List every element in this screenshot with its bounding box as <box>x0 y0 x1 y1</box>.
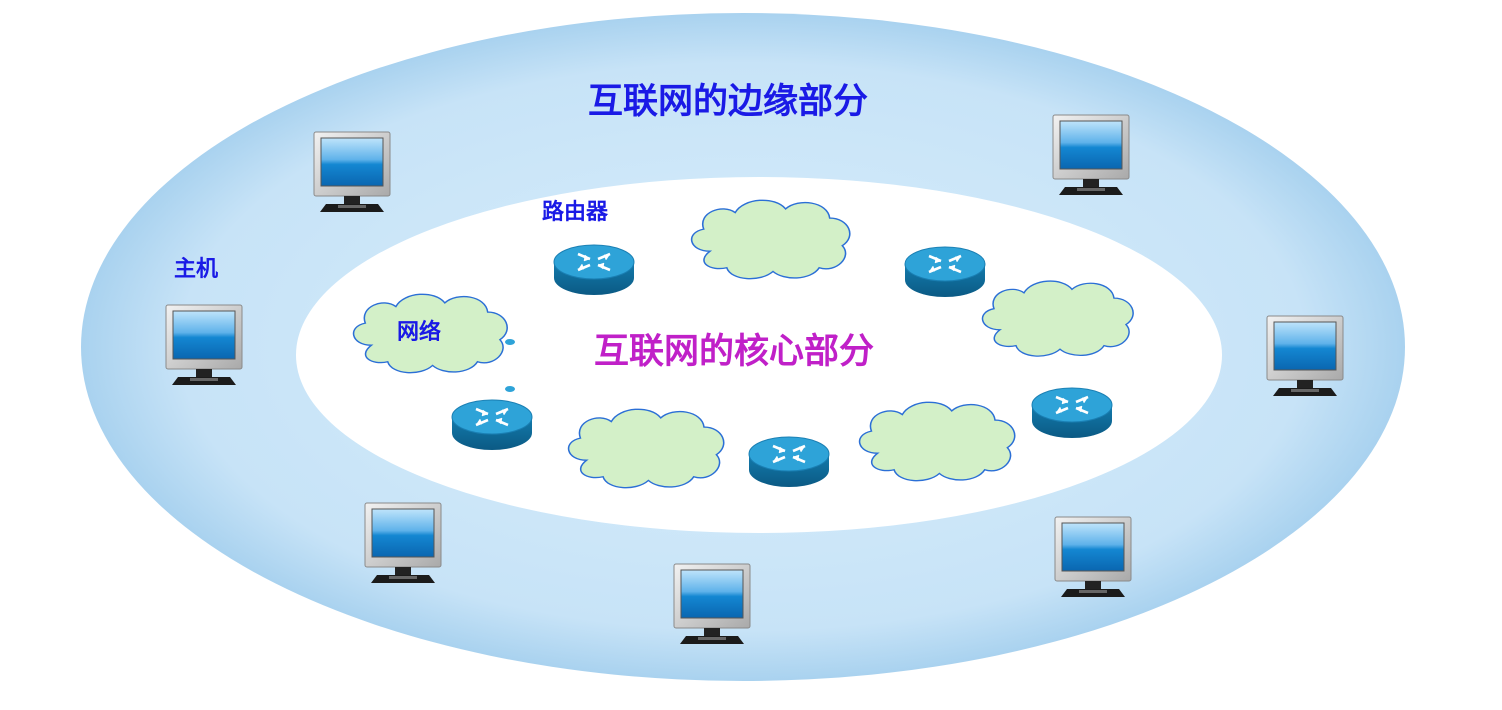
router-icon <box>450 398 534 452</box>
router-label: 路由器 <box>542 200 609 225</box>
cloud-icon <box>690 199 851 280</box>
network-label: 网络 <box>397 320 442 345</box>
edge-title: 互联网的边缘部分 <box>588 82 869 122</box>
router-icon <box>552 243 636 297</box>
cloud-icon <box>567 408 725 489</box>
router-icon <box>903 245 987 299</box>
cloud-icon <box>981 280 1134 357</box>
router-icon <box>747 435 831 489</box>
router-icon <box>1030 386 1114 440</box>
cloud-icon <box>858 401 1016 482</box>
link-dot <box>505 386 515 392</box>
host-label: 主机 <box>174 257 219 282</box>
core-title: 互联网的核心部分 <box>594 332 875 372</box>
link-dot <box>505 339 515 345</box>
